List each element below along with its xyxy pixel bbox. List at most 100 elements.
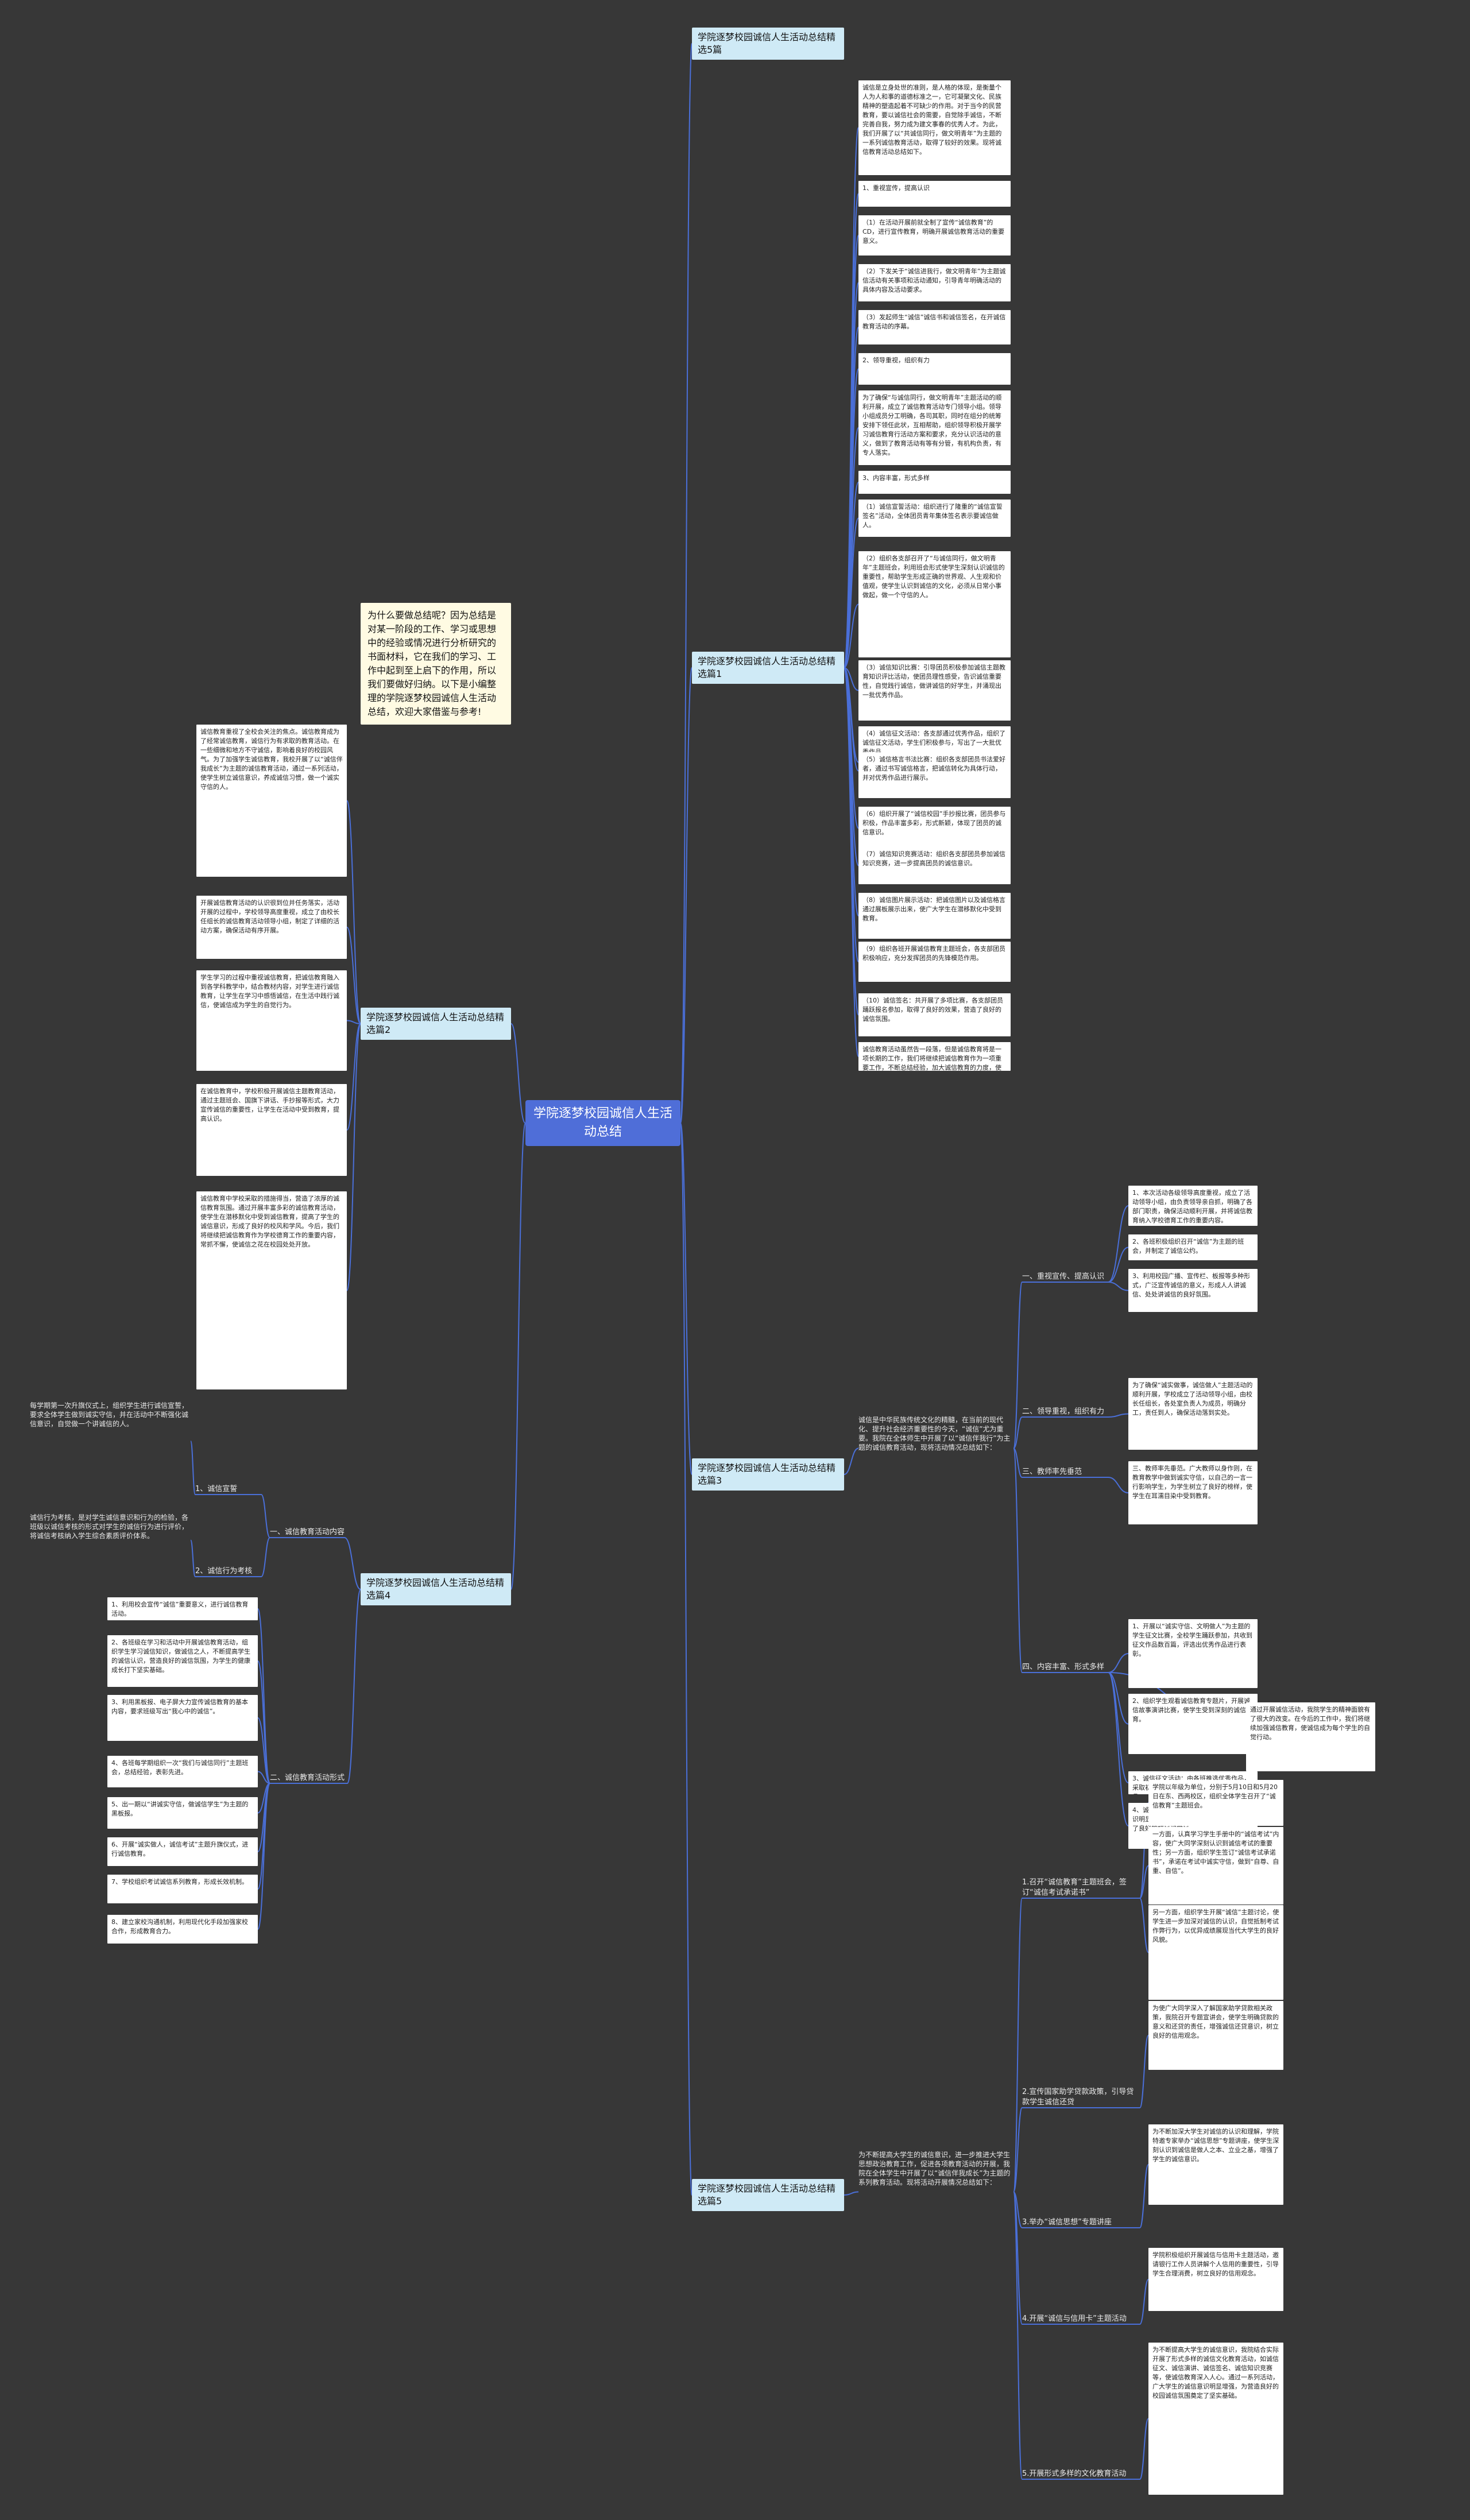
connector-line bbox=[1108, 1672, 1129, 1725]
connector-line bbox=[1013, 1282, 1023, 1449]
connector-line bbox=[257, 1608, 270, 1784]
branch-3-leaf: 通过开展诚信活动，我院学生的精神面貌有了很大的改变。在今后的工作中，我们将继续加… bbox=[1246, 1702, 1375, 1771]
connector-line bbox=[1139, 1865, 1149, 1899]
branch-5-leaf: 另一方面，组织学生开展“诚信”主题讨论，使学生进一步加深对诚信的认识，自觉抵制考… bbox=[1148, 1905, 1283, 2000]
connector-line bbox=[346, 927, 361, 1024]
connector-line bbox=[1108, 1205, 1129, 1283]
branch-3-lead: 诚信是中华民族传统文化的精髓，在当前的现代化、提升社会经济重要性的今天，“诚信”… bbox=[858, 1416, 1011, 1451]
branch-5-leaf: 为不断提高大学生的诚信意识，我院结合实际开展了形式多样的诚信文化教育活动，如诚信… bbox=[1148, 2343, 1283, 2495]
connector-line bbox=[1013, 2191, 1023, 2228]
branch-5-leaf: 为使广大同学深入了解国家助学贷款相关政策，我院召开专题宣讲会，使学生明确贷款的意… bbox=[1148, 2001, 1283, 2070]
branch-2-item: 学生学习的过程中重视诚信教育，把诚信教育融入到各学科教学中，结合教材内容，对学生… bbox=[196, 970, 347, 1071]
connector-line bbox=[347, 1589, 361, 1784]
connector-line bbox=[1013, 1447, 1023, 1478]
branch-1-item: （2）组织各支部召开了“与诚信同行，做文明青年”主题班会，利用班会形式使学生深刻… bbox=[858, 551, 1011, 657]
branch-4-child-leaf: 诚信行为考核，是对学生诚信意识和行为的检验，各班级以诚信考核的形式对学生的诚信行… bbox=[30, 1513, 189, 1540]
connector-line bbox=[844, 667, 859, 1057]
branch-5-leaf: 学院积极组织开展诚信与信用卡主题活动，邀请银行工作人员讲解个人信用的重要性，引导… bbox=[1148, 2248, 1283, 2311]
connector-line bbox=[344, 1537, 361, 1590]
branch-3-sub-label: 二、领导重视，组织有力 bbox=[1022, 1407, 1105, 1416]
connector-line bbox=[680, 1122, 693, 2196]
connector-line bbox=[680, 43, 693, 1124]
branch-5-leaf: 为不断加深大学生对诚信的认识和理解，学院特邀专家举办“诚信思想”专题讲座，使学生… bbox=[1148, 2124, 1283, 2205]
branch-1-item: （3）发起师生“诚信”诚信书和诚信签名，在开诚信教育活动的序幕。 bbox=[858, 310, 1011, 344]
branch-3-sub-label: 四、内容丰富、形式多样 bbox=[1022, 1663, 1105, 1671]
branch-5-leaf: 一方面，认真学习学生手册中的“诚信考试”内容，使广大同学深刻认识到诚信考试的重要… bbox=[1148, 1827, 1283, 1904]
branch-1-item: 1、重视宣传，提高认识 bbox=[858, 181, 1011, 207]
connector-line bbox=[1139, 2279, 1149, 2325]
connector-line bbox=[257, 1783, 270, 1930]
connector-line bbox=[346, 1023, 361, 1131]
branch-1-item: （7）诚信知识竞赛活动：组织各支部团员参加诚信知识竞赛，进一步提高团员的诚信意识… bbox=[858, 847, 1011, 884]
branch-1-item: 诚信是立身处世的准则，是人格的体现，是衡量个人为人和事的道德标准之一，它可凝聚文… bbox=[858, 80, 1011, 175]
branch-title[interactable]: 学院逐梦校园诚信人生活动总结精选篇1 bbox=[692, 652, 844, 684]
connector-line bbox=[1108, 1413, 1129, 1418]
branch-title[interactable]: 学院逐梦校园诚信人生活动总结精选5篇 bbox=[692, 28, 844, 60]
branch-title[interactable]: 学院逐梦校园诚信人生活动总结精选篇4 bbox=[361, 1573, 511, 1605]
connector-line bbox=[1108, 1477, 1129, 1493]
connector-line bbox=[844, 667, 859, 691]
connector-line bbox=[844, 603, 859, 668]
branch-title[interactable]: 学院逐梦校园诚信人生活动总结精选篇3 bbox=[692, 1458, 844, 1491]
connector-line bbox=[257, 1771, 270, 1784]
branch-4-sub-label: 一、诚信教育活动内容 bbox=[270, 1528, 345, 1536]
branch-3-leaf: 1、开展以“诚实守信、文明做人”为主题的学生征文比赛，全校学生踊跃参加，共收到征… bbox=[1128, 1619, 1258, 1688]
branch-4-child-label: 1、诚信宣誓 bbox=[195, 1485, 238, 1493]
connector-line bbox=[1013, 2107, 1023, 2193]
branch-4-leaf: 6、开展“诚实做人，诚信考试”主题升旗仪式，进行诚信教育。 bbox=[107, 1837, 258, 1866]
connector-line bbox=[844, 517, 859, 668]
branch-3-leaf: 2、组织学生观看诚信教育专题片，开展诚信故事演讲比赛，使学生受到深刻的诚信教育。 bbox=[1128, 1694, 1258, 1754]
branch-title[interactable]: 学院逐梦校园诚信人生活动总结精选篇2 bbox=[361, 1008, 511, 1040]
branch-3-leaf: 3、利用校园广播、宣传栏、板报等多种形式，广泛宣传诚信的意义，形成人人讲诚信、处… bbox=[1128, 1269, 1258, 1312]
connector-line bbox=[680, 667, 693, 1124]
branch-1-item: （5）诚信格言书法比赛：组织各支部团员书法爱好者，通过书写诚信格言，把诚信转化为… bbox=[858, 752, 1011, 789]
branch-1-item: （2）下发关于“诚信进我行，做文明青年”为主题诚信活动有关事项和活动通知，引导青… bbox=[858, 264, 1011, 301]
root-topic[interactable]: 学院逐梦校园诚信人生活动总结 bbox=[525, 1100, 680, 1146]
branch-5-sub-label: 3.举办“诚信思想”专题讲座 bbox=[1022, 2218, 1112, 2227]
connector-line bbox=[190, 1441, 196, 1495]
branch-1-item: （9）组织各班开展诚信教育主题班会，各支部团员积极响应，充分发挥团员的先锋模范作… bbox=[858, 942, 1011, 982]
branch-3-leaf: 为了确保“诚实做事，诚信做人”主题活动的顺利开展，学校成立了活动领导小组，由校长… bbox=[1128, 1378, 1258, 1450]
connector-line bbox=[346, 1020, 361, 1024]
branch-4-leaf: 5、出一期以“讲诚实守信，做诚信学生”为主题的黑板报。 bbox=[107, 1797, 258, 1829]
connector-line bbox=[190, 1539, 196, 1577]
branch-5-sub-label: 5.开展形式多样的文化教育活动 bbox=[1022, 2469, 1127, 2478]
branch-1-item: （3）诚信知识比赛：引导团员积极参加诚信主题教育知识评比活动，使团员理性感受，告… bbox=[858, 660, 1011, 721]
branch-4-sub-label: 二、诚信教育活动形式 bbox=[270, 1774, 345, 1782]
branch-1-item: 2、领导重视，组织有力 bbox=[858, 353, 1011, 385]
connector-line bbox=[1013, 2191, 1023, 2325]
connector-line bbox=[1108, 1247, 1129, 1283]
connector-line bbox=[1139, 2164, 1149, 2228]
branch-2-item: 开展诚信教育活动的认识很到位并任务落实，活动开展的过程中，学校领导高度重视，成立… bbox=[196, 896, 347, 959]
branch-5-leaf: 学院以年级为单位，分别于5月10日和5月20日在东、西两校区，组织全体学生召开了… bbox=[1148, 1780, 1283, 1826]
branch-1-item: （8）诚信图片展示活动：把诚信图片以及诚信格言通过展板展示出来，使广大学生在潜移… bbox=[858, 893, 1011, 939]
connector-line bbox=[1139, 2035, 1149, 2108]
connector-line bbox=[510, 1122, 526, 1590]
connector-line bbox=[1108, 1282, 1129, 1291]
branch-2-item: 诚信教育中学校采取的措施得当，营造了浓厚的诚信教育氛围。通过开展丰富多彩的诚信教… bbox=[196, 1191, 347, 1389]
branch-4-child-leaf: 每学期第一次升旗仪式上，组织学生进行诚信宣誓，要求全体学生做到诚实守信，并在活动… bbox=[30, 1402, 189, 1428]
branch-1-item: （1）在活动开展前就全制了宣传“诚信教育”的CD，进行宣传教育，明确开展诚信教育… bbox=[858, 215, 1011, 256]
branch-4-child-label: 2、诚信行为考核 bbox=[195, 1567, 253, 1576]
branch-title[interactable]: 学院逐梦校园诚信人生活动总结精选篇5 bbox=[692, 2179, 844, 2211]
branch-5-lead: 为不断提高大学生的诚信意识，进一步推进大学生思想政治教育工作，促进各项教育活动的… bbox=[858, 2151, 1011, 2186]
branch-5-sub-label: 1.召开“诚信教育”主题班会，签订“诚信考试承诺书” bbox=[1022, 1878, 1127, 1897]
branch-1-item: 诚信教育活动虽然告一段落，但是诚信教育将是一项长期的工作，我们将继续把诚信教育作… bbox=[858, 1042, 1011, 1071]
branch-3-leaf: 2、各班积极组织召开“诚信”为主题的班会，并制定了诚信公约。 bbox=[1128, 1234, 1258, 1260]
connector-line bbox=[346, 1023, 361, 1291]
connector-line bbox=[1139, 2418, 1149, 2480]
connector-line bbox=[1108, 1672, 1129, 1826]
branch-2-item: 诚信教育重视了全校会关注的焦点。诚信教育成为了经常诚信教育，诚信行为有求取的教育… bbox=[196, 725, 347, 877]
branch-2-item: 在诚信教育中，学校积极开展诚信主题教育活动，通过主题班会、国旗下讲话、手抄报等形… bbox=[196, 1084, 347, 1176]
branch-4-leaf: 4、各班每学期组织一次“我们与诚信同行”主题班会，总结经验，表彰先进。 bbox=[107, 1756, 258, 1787]
connector-line bbox=[1013, 1416, 1023, 1449]
connector-line bbox=[346, 800, 361, 1024]
connector-line bbox=[680, 1122, 693, 1475]
branch-1-item: （1）诚信宣誓活动：组织进行了隆重的“诚信宣誓签名”活动，全体团员青年集体签名表… bbox=[858, 500, 1011, 537]
connector-line bbox=[261, 1494, 270, 1538]
connector-line bbox=[1139, 1898, 1149, 1953]
branch-4-leaf: 2、各班级在学习和活动中开展诚信教育活动，组织学生学习诚信知识，做诚信之人，不断… bbox=[107, 1635, 258, 1687]
connector-line bbox=[844, 2191, 859, 2196]
